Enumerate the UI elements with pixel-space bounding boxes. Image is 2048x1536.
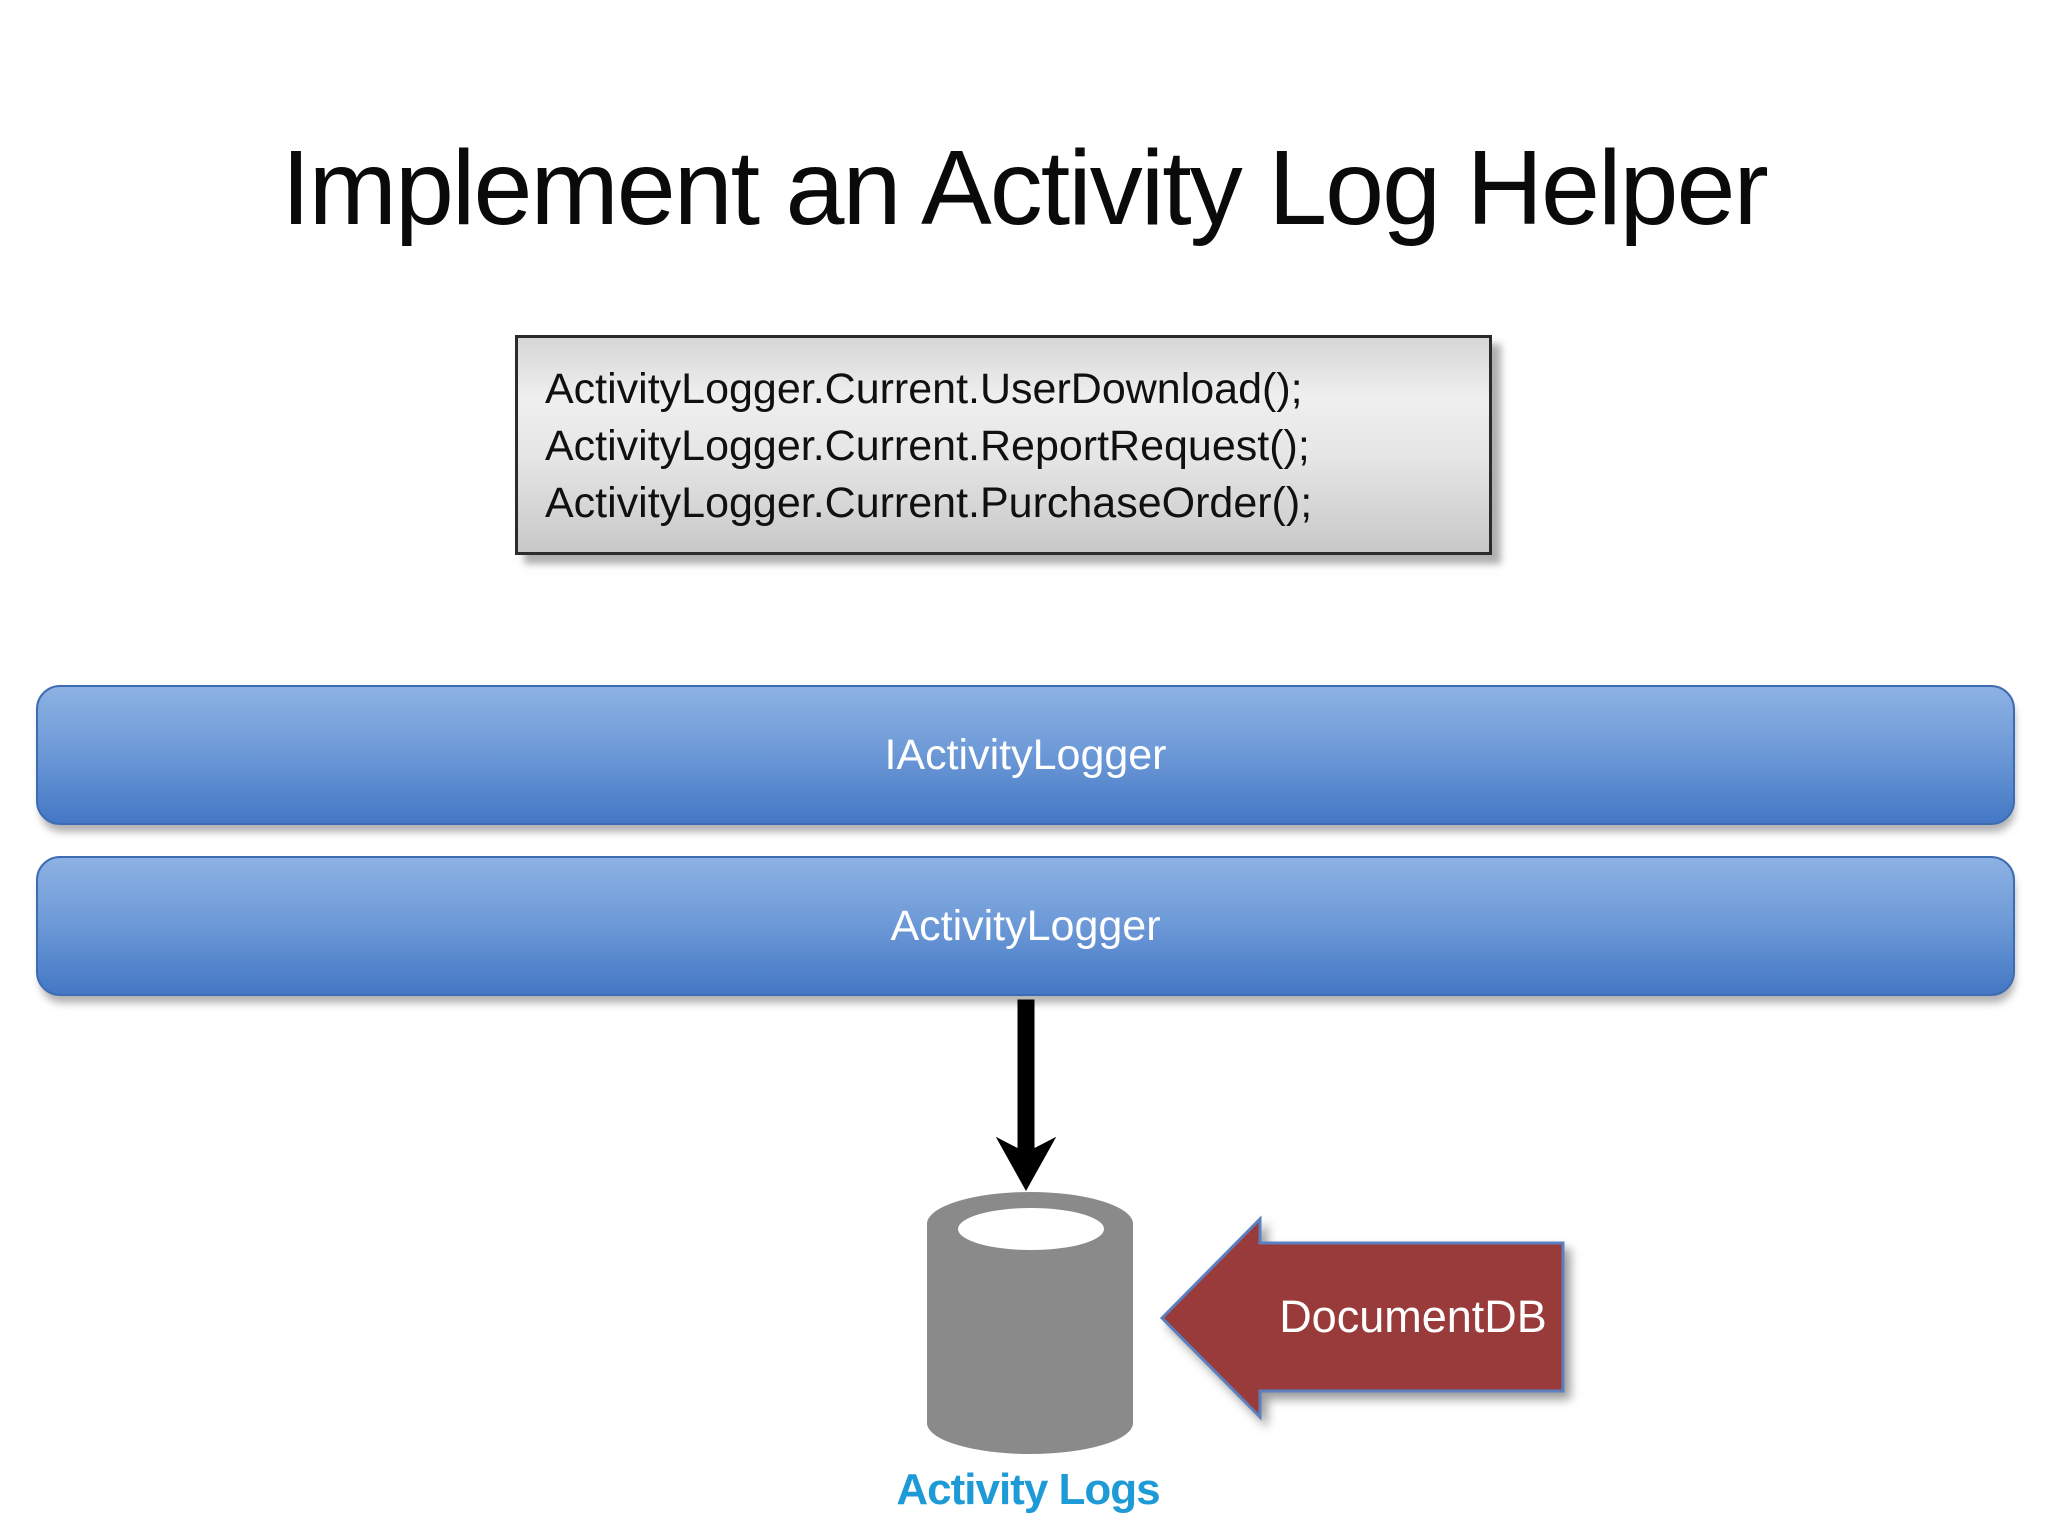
layer-bar-iactivitylogger: IActivityLogger — [36, 685, 2015, 825]
slide-title: Implement an Activity Log Helper — [281, 129, 1769, 247]
code-line: ActivityLogger.Current.UserDownload(); — [545, 365, 1303, 413]
code-snippet-box: ActivityLogger.Current.UserDownload(); A… — [515, 335, 1492, 555]
database-label: Activity Logs — [896, 1465, 1160, 1514]
layer-bar-label: ActivityLogger — [890, 901, 1161, 950]
code-line: ActivityLogger.Current.PurchaseOrder(); — [545, 479, 1313, 527]
layer-bar-activitylogger: ActivityLogger — [36, 856, 2015, 996]
documentdb-label: DocumentDB — [1279, 1291, 1547, 1342]
layer-bar-label: IActivityLogger — [884, 730, 1167, 779]
code-line: ActivityLogger.Current.ReportRequest(); — [545, 422, 1310, 470]
